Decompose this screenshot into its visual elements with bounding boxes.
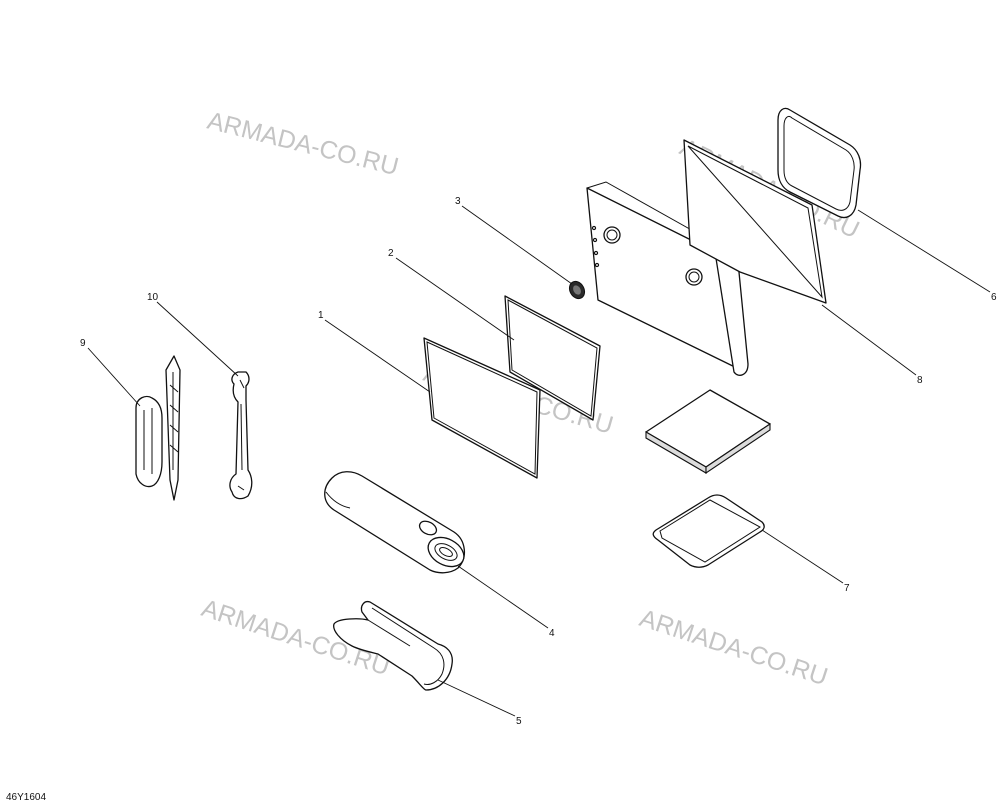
leader-5 xyxy=(437,679,516,717)
part-6-pad xyxy=(777,107,862,219)
part-7-tile-lower xyxy=(652,494,765,568)
part-8-case xyxy=(586,181,749,376)
part-4-tube xyxy=(324,471,465,574)
part-5-clip xyxy=(333,600,453,691)
part-7-tile-upper xyxy=(645,389,771,475)
leader-4 xyxy=(457,565,549,629)
callout-2: 2 xyxy=(388,248,394,259)
leader-2 xyxy=(395,257,515,341)
leader-3 xyxy=(461,205,573,285)
callout-8: 8 xyxy=(917,375,923,386)
part-3-nut xyxy=(568,280,586,300)
watermark-bottom-right: ARMADA-CO.RU xyxy=(636,604,831,691)
callout-1: 1 xyxy=(318,310,324,321)
callout-9: 9 xyxy=(80,338,86,349)
watermark-top-left: ARMADA-CO.RU xyxy=(205,107,402,182)
part-2-sheet xyxy=(504,295,601,421)
leader-9 xyxy=(87,347,141,407)
leader-1 xyxy=(324,319,431,393)
part-10-wrench xyxy=(229,371,253,500)
callout-6: 6 xyxy=(991,292,997,303)
leader-8 xyxy=(821,304,917,376)
callout-10: 10 xyxy=(147,292,159,303)
callout-3: 3 xyxy=(455,196,461,207)
callout-5: 5 xyxy=(516,716,522,727)
part-9-screwdriver xyxy=(135,355,181,501)
callouts: 1 2 3 4 5 6 7 8 9 10 xyxy=(80,196,997,727)
leader-lines xyxy=(87,205,991,717)
leader-10 xyxy=(156,301,239,377)
callout-7: 7 xyxy=(844,583,850,594)
leader-6 xyxy=(857,209,991,293)
figure-id: 46Y1604 xyxy=(6,792,46,803)
callout-4: 4 xyxy=(549,628,555,639)
part-1-sheet xyxy=(423,337,541,479)
part-8-cover-plate xyxy=(683,139,827,304)
leader-7 xyxy=(761,529,844,584)
